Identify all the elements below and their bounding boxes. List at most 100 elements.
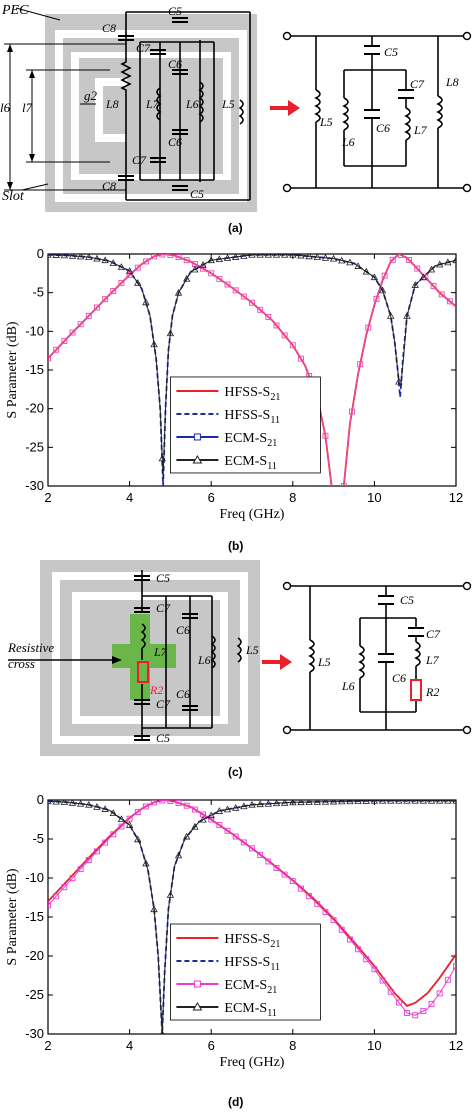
series-marker: [452, 800, 456, 804]
series-marker: [354, 800, 362, 804]
series-marker: [232, 287, 239, 294]
series-marker: [257, 851, 264, 858]
y-tick-label: 0: [37, 792, 44, 807]
series-marker: [362, 800, 370, 804]
series-marker: [362, 267, 370, 275]
series-marker: [208, 816, 215, 823]
series-marker: [249, 845, 255, 852]
l6-label: l6: [0, 100, 11, 115]
layout-a-c8-bottom: C8: [102, 179, 116, 193]
legend-label: HFSS-S21: [224, 932, 280, 950]
panel-a-layout: PEC Slot l6 l7 g2 C8 C8 C5 C5 C7 C7 C6 C…: [0, 3, 257, 212]
legend-marker: [192, 1002, 203, 1011]
series-marker: [395, 999, 402, 1006]
series-marker: [232, 254, 240, 260]
series-marker: [427, 265, 436, 273]
series-marker: [183, 274, 191, 282]
series-marker: [207, 256, 215, 264]
series-marker: [142, 803, 149, 810]
legend-marker: [192, 454, 203, 464]
series-marker: [365, 324, 372, 331]
series-marker: [419, 800, 428, 804]
circuit-c-l7: L7: [425, 653, 440, 667]
series-marker: [395, 800, 403, 804]
caption-a: (a): [228, 221, 243, 235]
series-marker: [134, 835, 142, 843]
series-marker: [289, 878, 296, 885]
y-tick-label: -15: [25, 362, 44, 377]
series-marker: [159, 254, 166, 258]
series-marker: [174, 288, 183, 296]
series-marker: [68, 254, 77, 259]
pec-label: PEC: [1, 3, 29, 18]
resistive-label: Resistive: [7, 640, 54, 655]
series-marker: [240, 293, 247, 300]
series-marker: [349, 408, 355, 415]
series-marker: [167, 800, 174, 804]
series-marker: [166, 329, 175, 337]
series-marker: [69, 329, 76, 336]
legend-label: ECM-S21: [224, 431, 277, 449]
legend-box: [169, 923, 321, 1021]
series-marker: [411, 281, 419, 288]
series-marker: [321, 254, 330, 261]
legend-marker: [193, 980, 201, 988]
series-marker: [167, 254, 174, 258]
panel-c-circuit: C5 C6 C7 L5 L6 L7 R2: [282, 581, 472, 735]
series-marker: [272, 254, 281, 258]
series-marker: [134, 264, 141, 271]
series-marker: [85, 254, 93, 260]
series-marker: [240, 802, 248, 810]
series-marker: [389, 256, 396, 263]
series-marker: [265, 858, 272, 865]
series-marker: [363, 956, 370, 963]
series-marker: [419, 273, 428, 281]
series-marker: [183, 257, 190, 264]
series-marker: [174, 851, 183, 859]
g2-label: g2: [84, 88, 98, 103]
series-marker: [183, 832, 191, 840]
series-marker: [329, 254, 338, 262]
layout-c-c7-top: C7: [156, 601, 171, 615]
layout-c-c6-bottom: C6: [176, 687, 190, 701]
series-marker: [444, 976, 451, 983]
series-marker: [378, 286, 387, 294]
caption-c: (c): [228, 765, 243, 779]
series-marker: [436, 990, 443, 997]
circuit-a-l7: L7: [413, 123, 428, 137]
layout-a-l7: L7: [145, 97, 160, 111]
x-axis-label: Freq (GHz): [220, 1055, 285, 1070]
layout-c-l5: L5: [245, 643, 259, 657]
series-marker: [436, 260, 444, 268]
series-marker: [142, 298, 150, 306]
series-line: [48, 800, 456, 1016]
layout-c-c6-top: C6: [176, 623, 190, 637]
x-tick-label: 10: [367, 1038, 381, 1053]
y-axis-label: S Parameter (dB): [5, 868, 20, 966]
series-marker: [93, 803, 101, 810]
circuit-a-c6: C6: [376, 121, 390, 135]
series-marker: [215, 255, 224, 263]
series-marker: [216, 275, 223, 282]
series-marker: [338, 256, 346, 264]
series-marker: [77, 321, 84, 328]
circuit-c-l6: L6: [341, 679, 355, 693]
series-marker: [191, 265, 199, 273]
series-marker: [338, 926, 345, 933]
x-tick-label: 4: [126, 1038, 133, 1053]
series-marker: [289, 254, 297, 258]
panel-c: Resistive cross C5 C5 C7 C7 C6 C6 L7 L6 …: [7, 560, 472, 779]
series-marker: [249, 299, 255, 306]
series-marker: [77, 866, 84, 873]
series-line: [48, 254, 456, 479]
series-marker: [329, 800, 338, 805]
series-marker: [60, 800, 68, 806]
legend-label: ECM-S11: [224, 1001, 277, 1019]
series-marker: [199, 815, 207, 823]
circuit-a-c5: C5: [384, 45, 398, 59]
series-marker: [118, 279, 125, 286]
series-marker: [264, 254, 272, 258]
series-marker: [453, 963, 456, 970]
